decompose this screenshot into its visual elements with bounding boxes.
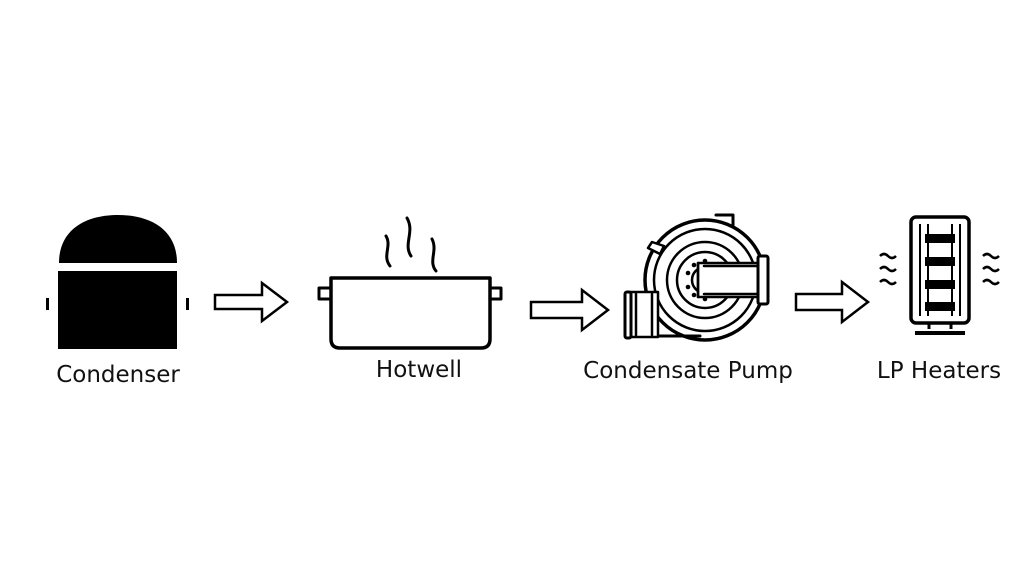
arrow-right-icon <box>794 279 871 325</box>
heater-icon <box>879 215 1000 335</box>
condenser-icon <box>46 215 189 349</box>
hotwell-pot-icon <box>317 216 503 350</box>
arrow-right-icon <box>213 280 290 324</box>
centrifugal-pump-icon <box>623 213 770 342</box>
condenser-label: Condenser <box>56 362 180 388</box>
condensate-pump-label: Condensate Pump <box>583 358 793 384</box>
lp-heaters-label: LP Heaters <box>876 358 1002 384</box>
hotwell-label: Hotwell <box>375 357 463 383</box>
arrow-right-icon <box>529 287 611 333</box>
